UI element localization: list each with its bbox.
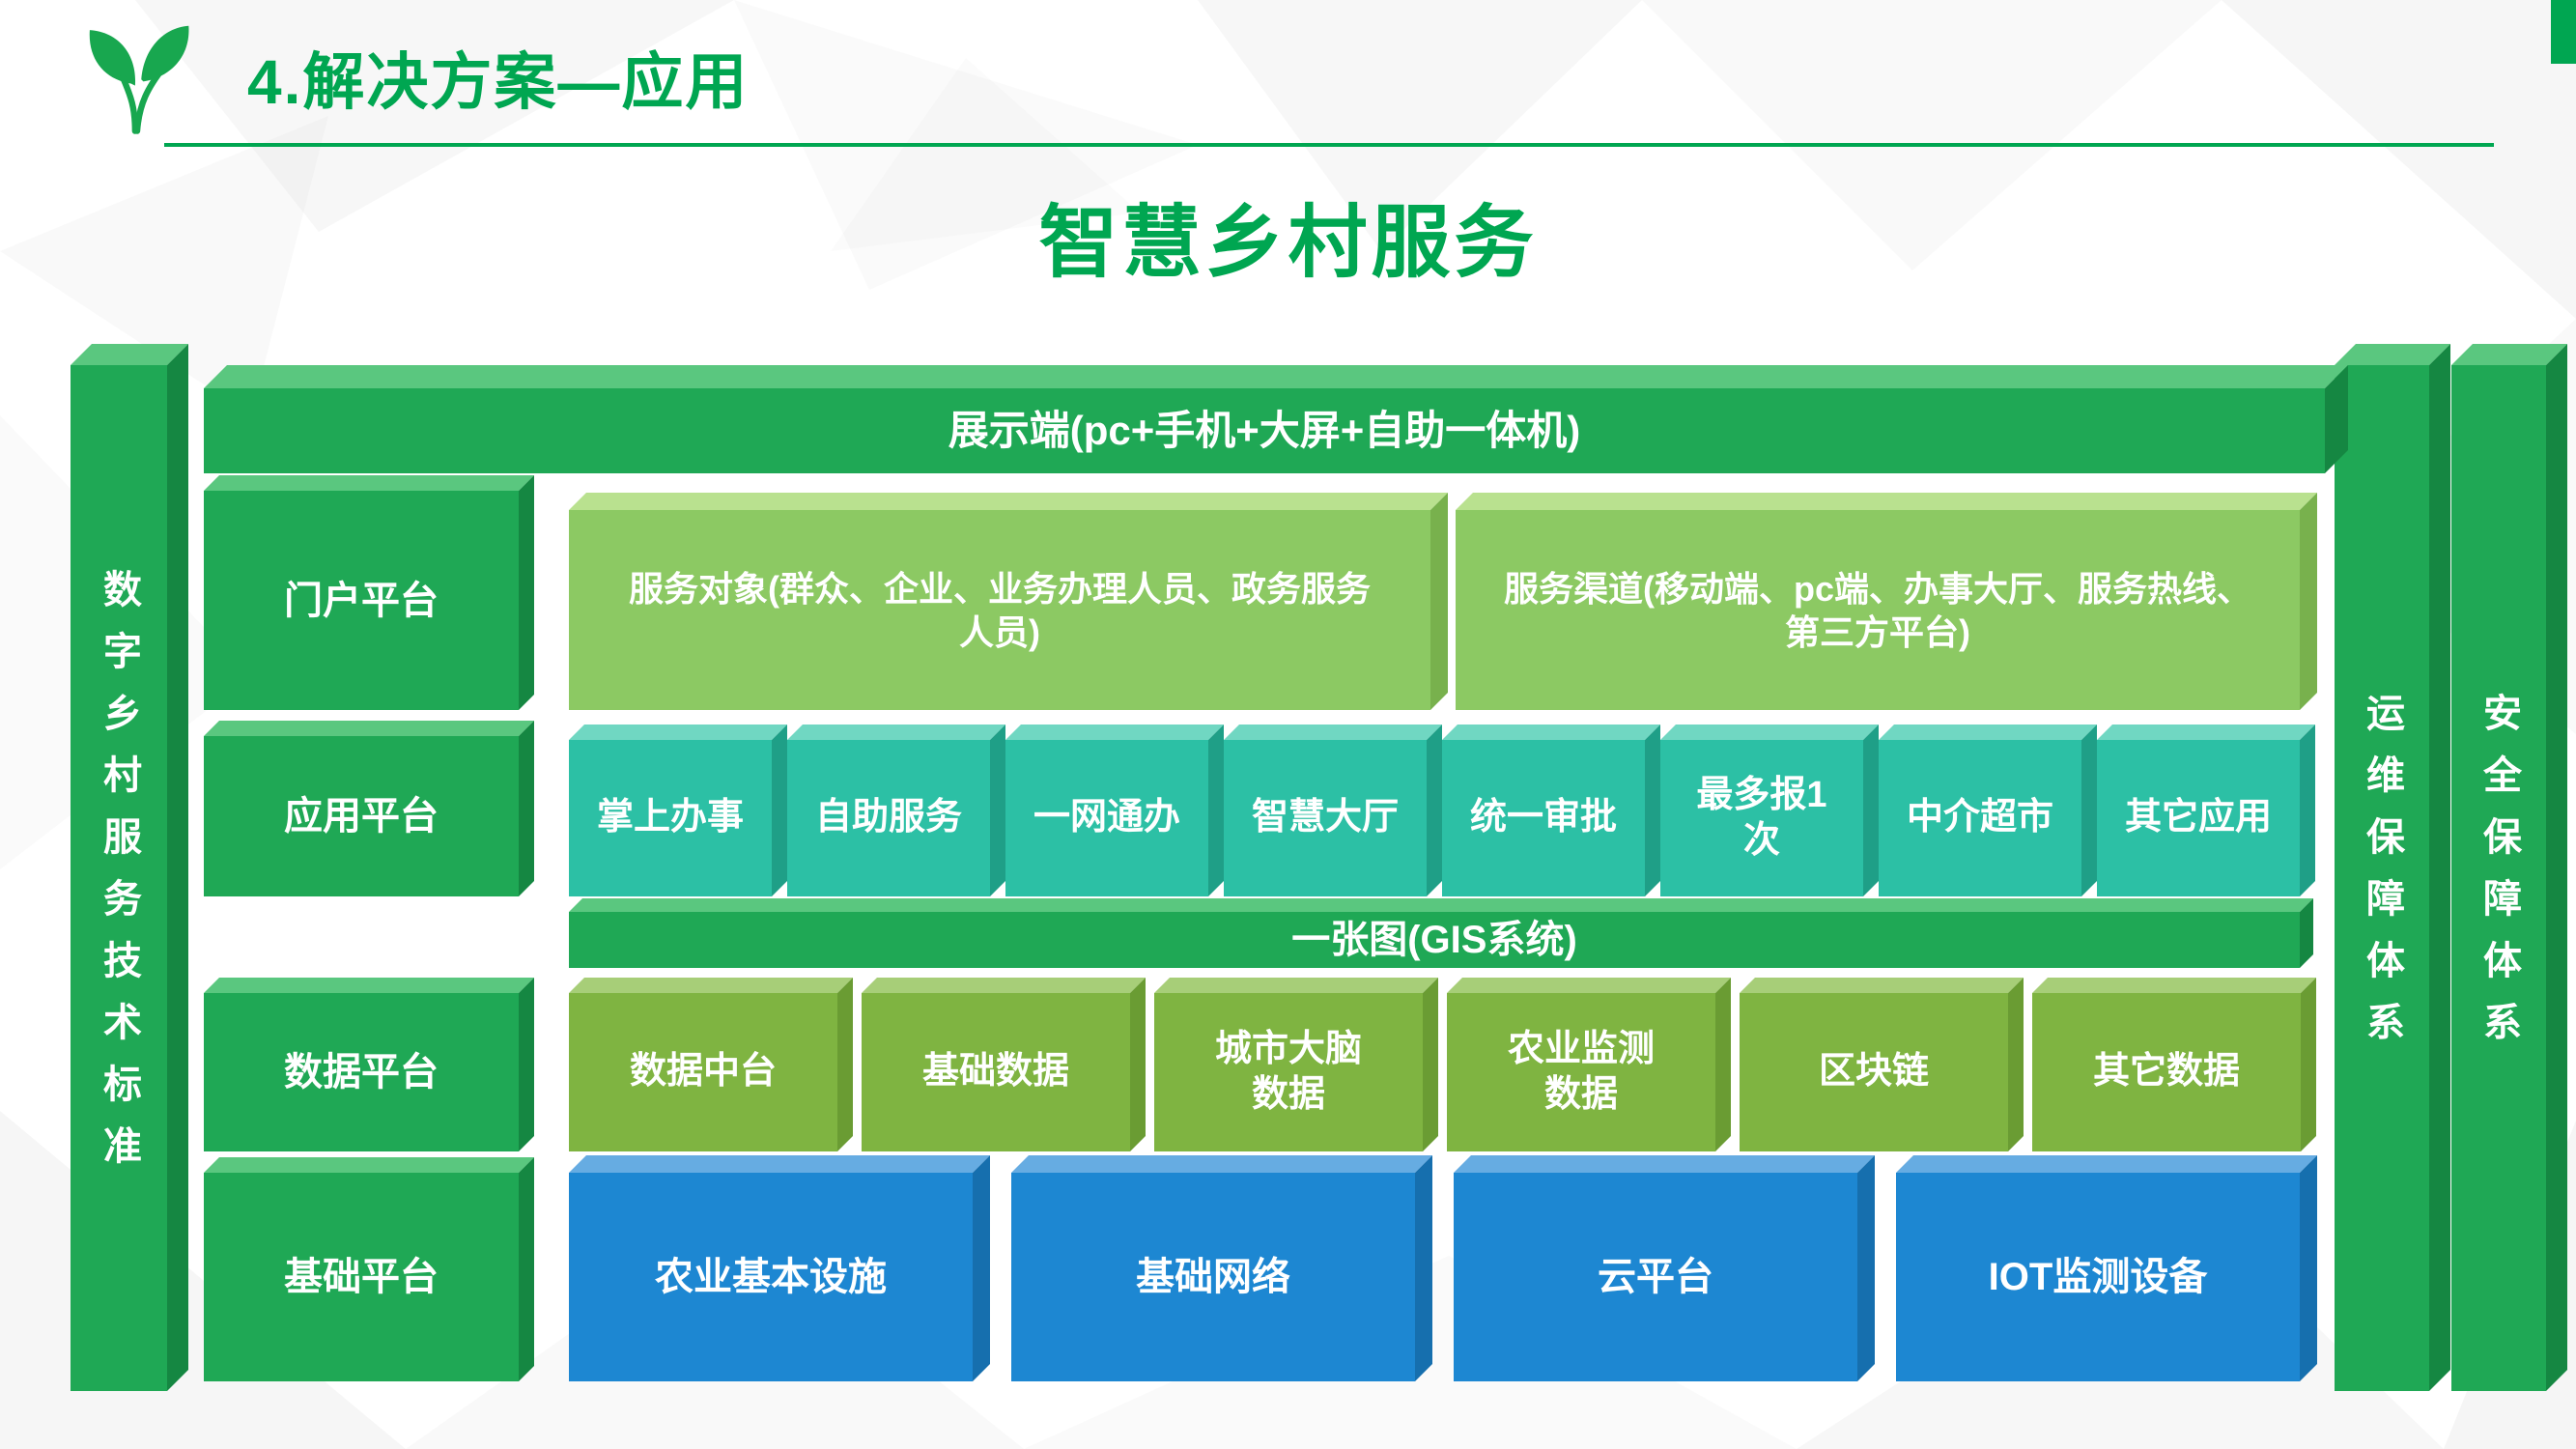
page-title: 4.解决方案—应用 bbox=[247, 47, 750, 117]
title-underline bbox=[164, 143, 2494, 147]
item-smart-hall: 智慧大厅 bbox=[1224, 740, 1427, 896]
corner-accent bbox=[2551, 0, 2576, 64]
leaf-logo-icon bbox=[89, 25, 189, 134]
item-city-brain-data: 城市大脑数据 bbox=[1154, 993, 1423, 1151]
item-mobile-service: 掌上办事 bbox=[569, 740, 772, 896]
pillar-security: 安全保障体系 bbox=[2451, 365, 2546, 1391]
item-service-channels: 服务渠道(移动端、pc端、办事大厅、服务热线、第三方平台) bbox=[1456, 510, 2300, 710]
item-service-objects: 服务对象(群众、企业、业务办理人员、政务服务人员) bbox=[569, 510, 1430, 710]
item-basic-data: 基础数据 bbox=[862, 993, 1130, 1151]
item-intermediary-supermarket: 中介超市 bbox=[1879, 740, 2081, 896]
item-other-data: 其它数据 bbox=[2032, 993, 2301, 1151]
item-agri-infrastructure: 农业基本设施 bbox=[569, 1173, 973, 1381]
pillar-operations: 运维保障体系 bbox=[2335, 365, 2429, 1391]
layer-label-data-platform: 数据平台 bbox=[204, 993, 519, 1151]
item-iot-devices: IOT监测设备 bbox=[1896, 1173, 2300, 1381]
item-unified-approval: 统一审批 bbox=[1442, 740, 1645, 896]
item-self-service: 自助服务 bbox=[787, 740, 990, 896]
pillar-standards: 数字乡村服务技术标准 bbox=[71, 365, 167, 1391]
diagram-title: 智慧乡村服务 bbox=[1038, 199, 1538, 287]
gis-bar: 一张图(GIS系统) bbox=[569, 912, 2300, 968]
item-agri-monitoring-data: 农业监测数据 bbox=[1447, 993, 1715, 1151]
item-report-once: 最多报1次 bbox=[1660, 740, 1863, 896]
pillar-operations-label: 运维保障体系 bbox=[2361, 693, 2403, 1064]
item-blockchain: 区块链 bbox=[1740, 993, 2008, 1151]
pillar-security-label: 安全保障体系 bbox=[2477, 693, 2520, 1064]
layer-label-portal-platform: 门户平台 bbox=[204, 491, 519, 710]
item-one-network: 一网通办 bbox=[1005, 740, 1208, 896]
display-bar: 展示端(pc+手机+大屏+自助一体机) bbox=[204, 388, 2325, 473]
item-other-apps: 其它应用 bbox=[2097, 740, 2300, 896]
layer-label-application-platform: 应用平台 bbox=[204, 736, 519, 896]
pillar-standards-label: 数字乡村服务技术标准 bbox=[98, 569, 140, 1187]
item-cloud-platform: 云平台 bbox=[1454, 1173, 1857, 1381]
item-data-middle-platform: 数据中台 bbox=[569, 993, 837, 1151]
layer-label-foundation-platform: 基础平台 bbox=[204, 1173, 519, 1381]
item-basic-network: 基础网络 bbox=[1011, 1173, 1415, 1381]
